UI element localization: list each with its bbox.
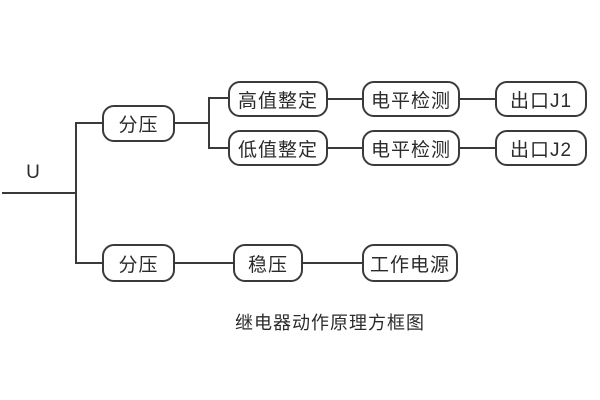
node-output-j2: 出口J2 [495, 130, 587, 166]
wire-low-set-to-level-detect [328, 147, 362, 149]
wire-level-detect-to-out-j1 [460, 98, 495, 100]
wire-to-high-set [210, 97, 228, 99]
wire-divider-top-to-branch [175, 122, 209, 124]
node-voltage-divider-top: 分压 [102, 105, 175, 142]
node-level-detection-2: 电平检测 [362, 130, 460, 166]
wire-input [2, 192, 76, 194]
node-low-value-setting: 低值整定 [228, 130, 328, 166]
wire-high-set-to-level-detect [328, 98, 362, 100]
wire-branch-vertical [208, 97, 210, 149]
input-voltage-label: U [26, 162, 40, 183]
wire-divider-to-regulator [175, 262, 233, 264]
wire-trunk-vertical [75, 122, 77, 264]
wire-to-divider-bottom [77, 262, 102, 264]
node-level-detection-1: 电平检测 [362, 81, 460, 117]
diagram-caption: 继电器动作原理方框图 [235, 313, 425, 333]
node-working-power: 工作电源 [362, 244, 458, 282]
wire-to-divider-top [77, 122, 102, 124]
node-voltage-divider-bottom: 分压 [102, 244, 175, 282]
node-voltage-regulator: 稳压 [233, 244, 303, 282]
wire-to-low-set [210, 147, 228, 149]
wire-level-detect-to-out-j2 [460, 147, 495, 149]
node-output-j1: 出口J1 [495, 81, 587, 117]
node-high-value-setting: 高值整定 [228, 81, 328, 117]
wire-regulator-to-work-power [303, 262, 362, 264]
